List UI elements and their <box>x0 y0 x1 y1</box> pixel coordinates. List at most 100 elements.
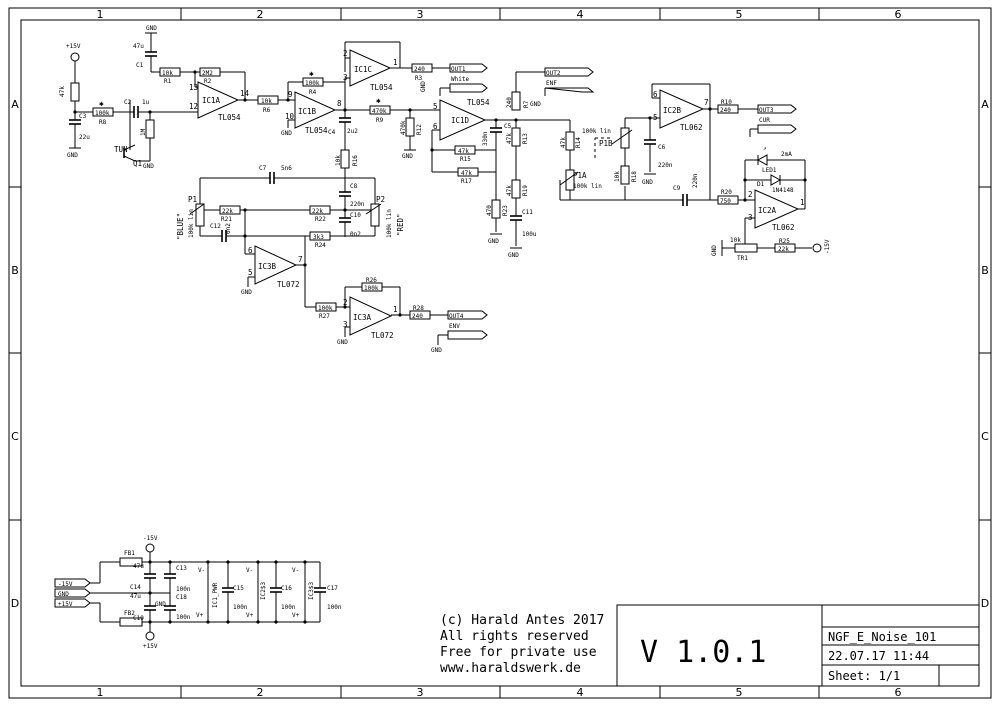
plus15-supply-icon <box>70 52 80 62</box>
row-label-c: C <box>11 430 19 443</box>
gnd-c3: GND <box>67 152 78 159</box>
c17-name: C17 <box>327 585 338 592</box>
opamp-ic1b <box>294 91 337 129</box>
col-label-5-bottom: 5 <box>736 686 743 699</box>
out4-sublabel: ENV <box>449 323 460 330</box>
ic3a-type: TL072 <box>371 331 394 340</box>
resistor-r13 <box>511 127 521 147</box>
gnd-out2: GND <box>530 101 541 108</box>
out1-connector <box>449 63 488 73</box>
pwr-gnd-label: GND <box>58 591 69 598</box>
out4-gnd-connector <box>447 330 488 340</box>
p1b-value: 100k lin <box>582 128 611 135</box>
project-name: NGF_E_Noise_101 <box>828 630 936 644</box>
c3-value: 22u <box>79 134 90 141</box>
ic1c-stage: IC1C TL054 2 3 1 240 R3 OUT1 White GND <box>343 41 488 110</box>
ic3a-pin2: 2 <box>343 298 348 307</box>
ic1pwr-vminus: V- <box>198 567 205 574</box>
r8-star: ✱ <box>99 99 104 108</box>
gnd-c6: GND <box>642 179 653 186</box>
col-label-2-bottom: 2 <box>257 686 264 699</box>
out1-label: OUT1 <box>451 66 466 73</box>
r25-name: R25 <box>779 238 790 245</box>
power-section: -15V GND +15V FB1 -15V FB2 +15V 47u C14 <box>54 535 342 650</box>
r17-value: 47k <box>461 170 472 177</box>
r13-value: 47k <box>506 133 513 144</box>
r19-name: R19 <box>522 185 529 196</box>
r16-value: 10k <box>335 155 342 166</box>
c15-value: 100n <box>233 604 248 611</box>
opamp-ic3a <box>349 296 393 336</box>
ic2a-stage: IC2A TL062 2 3 1 ↗ 2mA LED1 D1 1N4148 10… <box>711 145 831 262</box>
r3-value: 240 <box>414 66 425 73</box>
tun-label: TUN <box>114 145 128 154</box>
c1-value: 47u <box>133 43 144 50</box>
c7-value: 5n6 <box>281 165 292 172</box>
c11-value: 100u <box>522 231 537 238</box>
ic2b-pin6: 6 <box>653 90 658 99</box>
gnd-connector <box>54 588 91 598</box>
red-label: "RED" <box>396 213 405 236</box>
r7-value: 240 <box>506 97 513 108</box>
ic3b-type: TL072 <box>277 280 300 289</box>
out3-sublabel: CUR <box>759 117 770 124</box>
resistor-r5 <box>70 82 80 102</box>
c2-name: C2 <box>124 99 132 106</box>
row-label-d: D <box>11 597 19 610</box>
led-current: 2mA <box>781 151 792 158</box>
resistor-r18 <box>620 165 630 185</box>
c1-name: C1 <box>136 62 144 69</box>
ic1d-name: IC1D <box>451 116 470 125</box>
color-filter-stage: C7 5n6 P1 100k lin "BLUE" P2 100k lin "R… <box>176 165 488 354</box>
plus15-label: +15V <box>66 43 81 50</box>
r4-star: ✱ <box>309 69 314 78</box>
r20-name: R20 <box>721 189 732 196</box>
ic1d-type: TL054 <box>467 98 490 107</box>
r15-value: 47k <box>458 148 469 155</box>
c5-value: 330n <box>482 131 489 146</box>
pwr-plus15-icon <box>145 631 155 641</box>
r12-name: R12 <box>416 124 423 135</box>
input-stage: +15V 47k 100k ✱ R8 C3 22u GND TUN Q1 GND… <box>59 25 258 170</box>
gnd-c1: GND <box>146 25 157 32</box>
r24-value: 3k3 <box>313 234 324 241</box>
ic3a-pin1: 1 <box>393 305 398 314</box>
title-block: (c) Harald Antes 2017 All rights reserve… <box>440 604 980 687</box>
c12-name: C12 <box>210 223 221 230</box>
row-label-b: B <box>11 264 19 277</box>
minus15-supply-icon <box>812 243 822 253</box>
c4-name: C4 <box>328 129 336 136</box>
ic3a-pin3: 3 <box>343 320 348 329</box>
ic2pwr-label: IC2$3 <box>260 582 267 600</box>
opamp-ic1c <box>349 49 392 87</box>
ic1pwr-vplus: V+ <box>196 612 204 619</box>
pot-p1b <box>620 127 630 149</box>
gnd-out4: GND <box>431 347 442 354</box>
ic1a-type: TL054 <box>218 113 241 122</box>
ic1c-name: IC1C <box>354 65 372 74</box>
col-label-1-bottom: 1 <box>97 686 104 699</box>
r27-value: 100k <box>318 305 333 312</box>
col-label-3: 3 <box>417 8 424 21</box>
p2-name: P2 <box>376 195 385 204</box>
ic2a-pin1: 1 <box>800 198 805 207</box>
fb1-name: FB1 <box>124 550 135 557</box>
ic1b-type: TL054 <box>305 126 328 135</box>
d1-name: D1 <box>757 181 765 188</box>
blue-label: "BLUE" <box>176 213 185 240</box>
ic1c-pin2: 2 <box>343 49 348 58</box>
ic2a-type: TL062 <box>772 223 795 232</box>
ic2pwr-vminus: V- <box>246 567 253 574</box>
c13-name: C13 <box>176 565 187 572</box>
r10-value: 240 <box>720 107 731 114</box>
c13-value: 100n <box>176 586 191 593</box>
row-label-c-right: C <box>981 430 989 443</box>
ic1a-name: IC1A <box>202 96 221 105</box>
ic1d-stage: IC1D TL054 5 6 47k R15 47k R17 330n C5 4… <box>430 67 595 259</box>
c4-value: 2u2 <box>347 128 358 135</box>
r6-name: R6 <box>263 107 271 114</box>
c8-name: C8 <box>350 183 358 190</box>
r19-value: 47k <box>506 185 513 196</box>
tr1-name: TR1 <box>737 255 748 262</box>
gnd-ic3b: GND <box>241 289 252 296</box>
